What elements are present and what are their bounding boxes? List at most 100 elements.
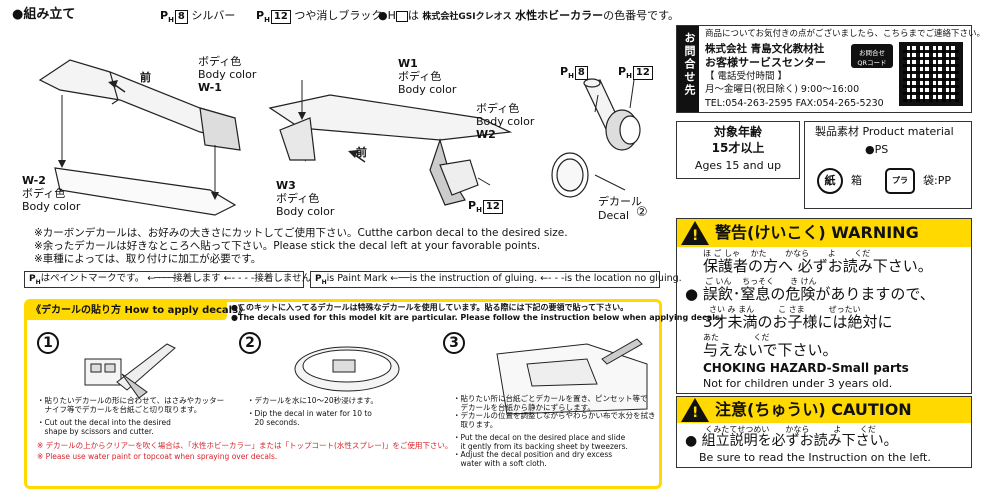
assembly-note-3: ※車種によっては、取り付けに加工が必要です。	[34, 253, 262, 265]
w1-mid-code: W1	[398, 57, 418, 70]
warning-box: ! 警告(けいこく) WARNING ほ ご しゃ かた かなら よ くだ 保護…	[676, 218, 972, 394]
caution-line1: ● 組立説明を必ずお読み下さい。	[685, 433, 898, 449]
warning-line2: ● 誤飲･窒息の危険がありますので、	[685, 285, 935, 303]
warning-line4: 与えないで下さい。	[703, 341, 838, 359]
decal-label-jp: デカール	[598, 195, 642, 208]
part-w3	[279, 117, 316, 161]
step2-text-en: ・Dip the decal in water for 10 to 20 sec…	[247, 409, 372, 427]
assembly-title: ●組み立て	[12, 7, 76, 22]
warning-line1-ruby: ほ ご しゃ かた かなら よ くだ	[703, 249, 871, 258]
caution-line1-ruby: くみたてせつめい かなら よ くだ	[705, 425, 876, 434]
w1-top-code: W-1	[198, 81, 222, 94]
w2-left-code: W-2	[22, 174, 46, 187]
wing-w1-left	[38, 59, 241, 151]
warning-line2-ruby: ご いん ちっそく き けん	[705, 277, 817, 286]
wing-assembly-drawing	[38, 59, 641, 216]
warning-line3: 3才未満のお子様には絶対に	[703, 313, 893, 331]
warning-line4-ruby: あた くだ	[703, 333, 770, 342]
step2-illustration	[294, 346, 400, 392]
caution-title: 注意(ちゅうい) CAUTION	[715, 400, 912, 419]
caution-header: ! 注意(ちゅうい) CAUTION	[677, 397, 971, 423]
front-label-center: 前	[356, 146, 367, 159]
wing-w2-left	[54, 167, 237, 216]
warning-line3-ruby: さい み まん こ さま ぜったい	[709, 305, 861, 314]
w3-color-en: Body color	[276, 205, 335, 218]
w2-right-color-en: Body color	[476, 115, 535, 128]
step1-number: 1	[37, 332, 59, 354]
step3-text-jp: ・貼りたい所に台紙ごとデカールを置き、ピンセット等で デカールを台紙から静かにず…	[453, 394, 656, 429]
w3-code: W3	[276, 179, 296, 192]
step3-number: 3	[443, 332, 465, 354]
contact-hours-label: 【 電話受付時間 】	[705, 71, 788, 82]
decal-label-en: Decal	[598, 209, 630, 222]
caution-triangle-icon: !	[681, 398, 709, 422]
warning-triangle-icon: !	[681, 221, 709, 245]
w2-left-color-jp: ボディ色	[22, 187, 66, 200]
part-w2-right	[439, 159, 479, 196]
w2-left-color-en: Body color	[22, 200, 81, 213]
material-ps: ●PS	[865, 143, 889, 156]
contact-tel: TEL:054-263-2595 FAX:054-265-5230	[705, 98, 884, 109]
howto-note-jp: ●このキットに入ってるデカールは特殊なデカールを使用しています。貼る際には下記の…	[231, 303, 629, 312]
part-cap	[605, 109, 641, 151]
w3-color-jp: ボディ色	[276, 192, 320, 205]
howto-warning-en: ※ Please use water paint or topcoat when…	[37, 452, 278, 461]
w2-right-code: W2	[476, 128, 496, 141]
howto-title: 《デカールの貼り方 How to apply decals》	[31, 305, 249, 316]
contact-box: お問合せ先 商品についてお気付きの点がございましたら、こちらまでご連絡下さい。 …	[676, 25, 985, 113]
step3-text-en: ・Put the decal on the desired place and …	[453, 433, 628, 468]
howto-note-en: ●The decals used for this model kit are …	[231, 313, 723, 322]
w2-right-color-jp: ボディ色	[476, 102, 520, 115]
caution-box: ! 注意(ちゅうい) CAUTION くみたてせつめい かなら よ くだ ● 組…	[676, 396, 972, 468]
age-value-en: Ages 15 and up	[694, 159, 782, 172]
decal-number: ②	[636, 205, 648, 220]
assembly-note-1: ※カーボンデカールは、お好みの大きさにカットしてご使用下さい。Cutthe ca…	[34, 227, 568, 239]
paper-recycle-icon: 紙	[817, 168, 843, 194]
material-title: 製品素材 Product material	[815, 125, 954, 138]
step1-text-en: ・Cut out the decal into the desired shap…	[37, 418, 171, 436]
step1-illustration	[84, 343, 176, 399]
howto-illustrations	[84, 338, 648, 415]
warning-en-title: CHOKING HAZARD-Small parts	[703, 361, 909, 375]
qr-code-icon[interactable]	[899, 42, 963, 106]
part-decal-ring	[551, 152, 589, 198]
howto-warning-jp: ※ デカールの上からクリアーを吹く場合は、「水性ホビーカラー」または「トップコー…	[37, 441, 453, 450]
legend-box-jp: PHはペイントマークです。 ←────接着します ←- - - -接着しません	[24, 271, 311, 288]
step1-text-jp: ・貼りたいデカールの形に合わせて、はさみやカッター ナイフ等でデカールを台紙ごと…	[37, 396, 225, 414]
front-label-left: 前	[140, 71, 151, 84]
step2-text-jp: ・デカールを水に10〜20秒浸けます。	[247, 396, 378, 405]
howto-title-bar: 《デカールの貼り方 How to apply decals》	[27, 302, 248, 320]
warning-header: ! 警告(けいこく) WARNING	[677, 219, 971, 247]
caution-en-text: Be sure to read the Instruction on the l…	[699, 451, 931, 464]
warning-en-text: Not for children under 3 years old.	[703, 377, 893, 390]
legend-box-en: PHis Paint Mark ←──is the instruction of…	[310, 271, 682, 288]
age-value-jp: 15才以上	[711, 141, 765, 155]
assembly-note-2: ※余ったデカールは好きなところへ貼って下さい。Please stick the …	[34, 240, 541, 252]
material-box-label: 箱	[851, 174, 862, 187]
plastic-recycle-icon: プラ	[885, 168, 915, 194]
step2-number: 2	[239, 332, 261, 354]
contact-hours: 月〜金曜日(祝日除く) 9:00〜16:00	[705, 84, 860, 95]
age-box: 対象年齢 15才以上 Ages 15 and up	[676, 121, 800, 179]
material-bag-label: 袋:PP	[923, 174, 951, 187]
qr-label: お問合せ QRコード	[851, 44, 893, 68]
w1-top-color-en: Body color	[198, 68, 257, 81]
w1-mid-color-en: Body color	[398, 83, 457, 96]
w1-top-color-jp: ボディ色	[198, 55, 242, 68]
warning-title: 警告(けいこく) WARNING	[715, 223, 919, 242]
age-label-jp: 対象年齢	[713, 125, 762, 139]
material-box: 製品素材 Product material ●PS 紙 箱 プラ 袋:PP	[804, 121, 972, 209]
step3-illustration	[496, 338, 648, 415]
howto-section: 《デカールの貼り方 How to apply decals》 ●このキットに入っ…	[24, 299, 723, 489]
contact-center: お客様サービスセンター	[705, 56, 826, 69]
contact-intro: 商品についてお気付きの点がございましたら、こちらまでご連絡下さい。	[705, 29, 985, 39]
warning-line1: 保護者の方へ 必ずお読み下さい。	[703, 257, 933, 275]
w1-mid-color-jp: ボディ色	[398, 70, 442, 83]
contact-company: 株式会社 青島文化教材社	[705, 43, 825, 55]
